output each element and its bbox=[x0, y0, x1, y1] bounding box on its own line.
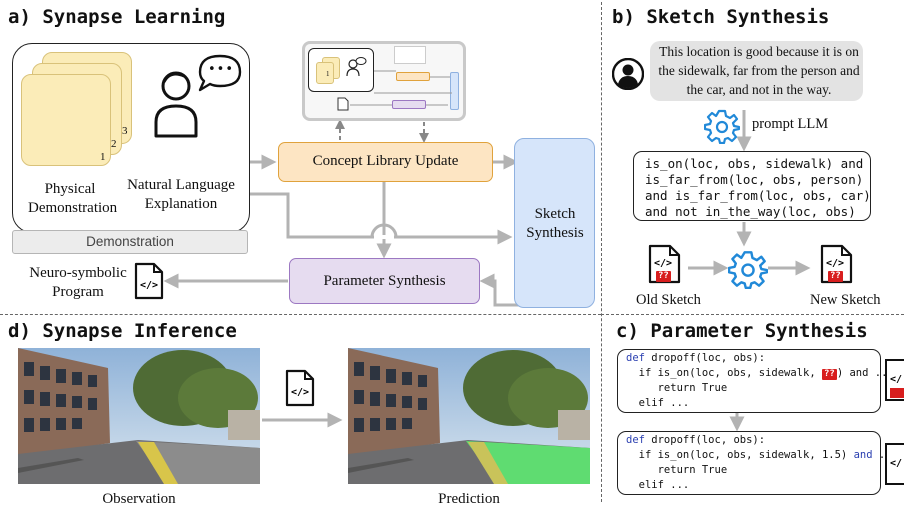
section-d-title: d) Synapse Inference bbox=[8, 320, 237, 342]
sketch-code-box bbox=[633, 151, 871, 221]
prompt-llm-label: prompt LLM bbox=[752, 116, 829, 132]
concept-library-update-label: Concept Library Update bbox=[312, 153, 459, 169]
thumbnail-person-icon bbox=[346, 57, 367, 77]
param-top-signature: dropoff(loc, obs): bbox=[644, 352, 766, 364]
param-top-call: if is_on(loc, obs, sidewalk, bbox=[626, 367, 822, 379]
param-top-line-3: return True bbox=[626, 382, 728, 394]
def-keyword: def bbox=[626, 352, 645, 364]
prediction-image bbox=[348, 348, 590, 484]
param-bottom-line-2: if is_on(loc, obs, sidewalk, 1.5) and ..… bbox=[626, 449, 898, 461]
param-bottom-signature: dropoff(loc, obs): bbox=[644, 434, 766, 446]
thumbnail-concept-box bbox=[396, 72, 430, 81]
def-keyword: def bbox=[626, 434, 645, 446]
prediction-scene bbox=[348, 348, 590, 484]
parameter-synthesis-label: Parameter Synthesis bbox=[323, 273, 446, 289]
horizontal-divider-right bbox=[601, 314, 904, 315]
svg-text:</: </ bbox=[890, 458, 902, 469]
param-top-line-2: if is_on(loc, obs, sidewalk, ??) and ... bbox=[626, 367, 894, 380]
card-number-3: 3 bbox=[122, 125, 128, 137]
param-bottom-line-3: return True bbox=[626, 464, 728, 476]
param-top-line-1: def dropoff(loc, obs): bbox=[626, 352, 765, 364]
physical-demonstration-label: Physical Demonstration bbox=[28, 181, 118, 216]
synthesis-gear-icon bbox=[728, 251, 768, 289]
card-number-1: 1 bbox=[100, 151, 106, 163]
neuro-symbolic-program-label: Neuro-symbolic Program bbox=[29, 265, 127, 300]
user-avatar-icon bbox=[612, 58, 644, 90]
svg-text:</>: </> bbox=[654, 258, 672, 269]
person-icon bbox=[154, 71, 198, 138]
horizontal-divider-left bbox=[0, 314, 601, 315]
demonstration-label: Demonstration bbox=[86, 234, 174, 249]
param-top-line-4: elif ... bbox=[626, 397, 690, 409]
param-bottom-call: if is_on(loc, obs, sidewalk, 1.5) bbox=[626, 449, 854, 461]
old-sketch-hole-mark: ?? bbox=[656, 271, 671, 282]
parameter-synthesis-box[interactable] bbox=[289, 258, 480, 304]
param-code-box-top bbox=[617, 349, 881, 413]
natural-language-explanation-label: Natural Language Explanation bbox=[127, 177, 235, 212]
sketch-code-line-2: is_far_from(loc, obs, person) bbox=[645, 172, 864, 187]
prediction-label: Prediction bbox=[438, 491, 500, 507]
speech-dots: ••• bbox=[208, 62, 235, 77]
old-sketch-label: Old Sketch bbox=[636, 292, 701, 308]
thumbnail-snippet bbox=[394, 46, 426, 64]
svg-text:</: </ bbox=[890, 374, 902, 385]
param-hole-mark: ?? bbox=[821, 369, 837, 380]
thumbnail-param-box bbox=[392, 100, 426, 109]
llm-gear-icon bbox=[704, 109, 740, 144]
speech-bubble-icon bbox=[198, 54, 242, 92]
sketch-code-line-4: and not in_the_way(loc, obs) bbox=[645, 204, 856, 219]
new-sketch-hole-mark: ?? bbox=[828, 271, 843, 282]
param-bottom-line-4: elif ... bbox=[626, 479, 690, 491]
param-bottom-line-1: def dropoff(loc, obs): bbox=[626, 434, 765, 446]
svg-text:</>: </> bbox=[826, 258, 844, 269]
utterance-bubble bbox=[650, 41, 863, 101]
svg-text:</>: </> bbox=[291, 387, 309, 398]
demonstration-bar bbox=[12, 230, 248, 254]
observation-image bbox=[18, 348, 260, 484]
param-file-icon-bottom: </ bbox=[885, 443, 904, 485]
observation-label: Observation bbox=[102, 491, 176, 507]
sketch-synthesis-box[interactable] bbox=[514, 138, 595, 308]
sketch-synthesis-label: Sketch Synthesis bbox=[526, 206, 584, 241]
thumbnail-card-front bbox=[316, 62, 334, 84]
param-file-icon-top: </ bbox=[885, 359, 904, 401]
thumbnail-file-icon bbox=[337, 97, 349, 111]
vertical-divider bbox=[601, 2, 602, 502]
observation-scene bbox=[18, 348, 260, 484]
code-file-icon: </> bbox=[134, 262, 164, 300]
demo-card-1 bbox=[21, 74, 111, 166]
utterance-text: This location is good because it is on t… bbox=[658, 44, 860, 97]
section-a-title: a) Synapse Learning bbox=[8, 6, 226, 28]
card-number-2: 2 bbox=[111, 138, 117, 150]
concept-library-update-box[interactable] bbox=[278, 142, 493, 182]
thumbnail-sketch-box bbox=[450, 72, 459, 110]
section-b-title: b) Sketch Synthesis bbox=[612, 6, 830, 28]
svg-text:</>: </> bbox=[140, 280, 158, 291]
new-sketch-label: New Sketch bbox=[810, 292, 881, 308]
thumbnail-card-number: 1 bbox=[326, 70, 330, 78]
and-keyword: and bbox=[853, 449, 873, 461]
thumbnail-arrows bbox=[350, 70, 452, 106]
sketch-code-line-3: and is_far_from(loc, obs, car) bbox=[645, 188, 871, 203]
inference-program-icon: </> bbox=[285, 369, 315, 407]
section-c-title: c) Parameter Synthesis bbox=[616, 320, 868, 342]
param-code-box-bottom bbox=[617, 431, 881, 495]
sketch-code-line-1: is_on(loc, obs, sidewalk) and bbox=[645, 156, 864, 171]
